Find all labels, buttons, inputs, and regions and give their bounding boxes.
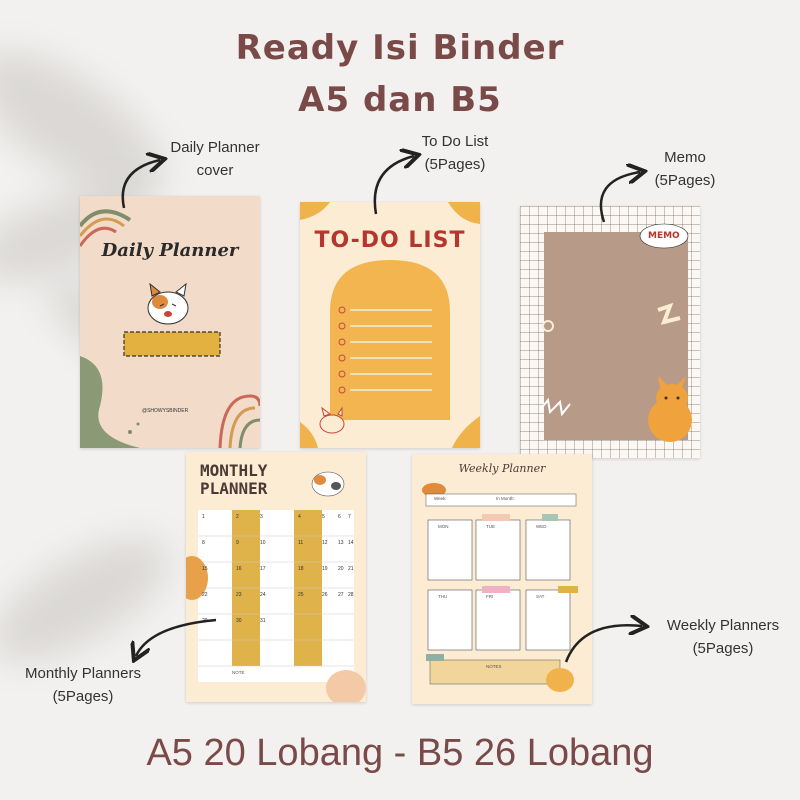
weekly-day-sat: SAT [536,594,545,599]
weekly-month-label: In Month: [496,496,515,501]
weekly-week-label: Week: [434,496,447,501]
weekly-day-tue: TUE [486,524,495,529]
arrow-monthly [136,618,217,656]
monthly-day-number: 12 [322,540,328,546]
todo-decor [300,202,480,448]
weekly-day-fri: FRI [486,594,494,599]
monthly-day-number: 16 [236,566,242,572]
monthly-day-number: 15 [202,566,208,572]
monthly-note-label: NOTE [232,670,245,675]
todo-list-card: TO-DO LIST [300,202,480,448]
monthly-day-number: 28 [348,592,354,598]
monthly-day-number: 1 [202,514,205,520]
label-monthly: Monthly Planners(5Pages) [25,665,141,705]
monthly-day-number: 3 [260,514,263,520]
monthly-day-number: 4 [298,514,301,520]
weekly-planner-card: Weekly Planner Week: In Month: MON TUE W… [412,454,592,704]
heading-line-1: Ready Isi Binder [235,28,565,68]
daily-decor [80,209,260,448]
monthly-day-number: 21 [348,566,354,572]
weekly-grid [422,483,578,692]
monthly-title: MONTHLY PLANNER [200,461,268,498]
memo-title: MEMO [648,231,680,241]
weekly-notes-label: NOTES [486,664,502,669]
memo-card: MEMO [520,206,700,458]
weekly-day-mon: MON [438,524,449,529]
weekly-day-thu: THU [438,594,448,599]
monthly-day-number: 14 [348,540,354,546]
monthly-day-number: 25 [298,592,304,598]
monthly-day-number: 10 [260,540,266,546]
daily-planner-title: Daily Planner [101,240,239,261]
footer-text: A5 20 Lobang - B5 26 Lobang [146,732,654,774]
memo-decor [520,206,700,458]
monthly-day-number: 19 [322,566,328,572]
arrow-weekly [564,625,642,663]
monthly-day-number: 2 [236,514,239,520]
monthly-day-number: 9 [236,540,239,546]
monthly-day-number: 26 [322,592,328,598]
label-todo: To Do List(5Pages) [421,133,489,173]
monthly-day-number: 22 [202,592,208,598]
label-weekly: Weekly Planners(5Pages) [666,617,780,657]
monthly-day-number: 27 [338,592,344,598]
monthly-day-number: 17 [260,566,266,572]
daily-handle: @SHOWYSBINDER [142,408,189,414]
daily-planner-cover: Daily Planner @SHOWYSBINDER [80,196,260,448]
monthly-day-number: 31 [260,618,266,624]
monthly-day-number: 5 [322,514,325,520]
weekly-title: Weekly Planner [458,462,546,475]
monthly-day-number: 20 [338,566,344,572]
monthly-day-number: 6 [338,514,341,520]
arrow-memo [599,172,640,223]
label-memo: Memo(5Pages) [654,149,716,189]
arrow-daily [121,160,160,209]
monthly-day-number: 8 [202,540,205,546]
monthly-day-number: 23 [236,592,242,598]
monthly-day-number: 11 [298,540,304,546]
monthly-day-number: 30 [236,618,242,624]
monthly-grid [186,471,366,702]
arrow-todo [373,156,414,215]
monthly-day-number: 7 [348,514,351,520]
monthly-day-number: 24 [260,592,266,598]
monthly-day-number: 18 [298,566,304,572]
weekly-day-wed: WED [536,524,547,529]
todo-title: TO-DO LIST [314,228,466,253]
heading-line-2: A5 dan B5 [298,80,502,120]
monthly-day-number: 13 [338,540,344,546]
